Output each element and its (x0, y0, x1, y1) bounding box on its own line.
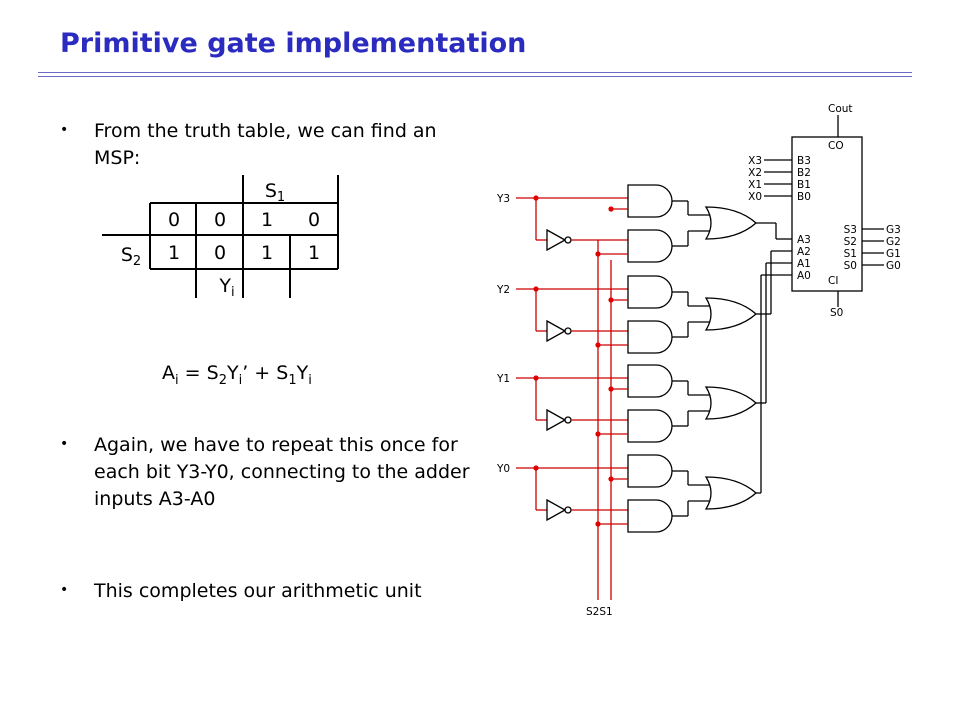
kmap-cell: 1 (260, 242, 274, 264)
bullet-text-complete: This completes our arithmetic unit (94, 580, 422, 602)
adder-pin-label: A1 (797, 258, 811, 270)
junction-dot (608, 476, 614, 482)
inverter-bubble (564, 236, 572, 244)
output-label: G0 (886, 260, 901, 272)
x-input-label: X0 (748, 191, 762, 203)
junction-dot (595, 342, 601, 348)
kmap-col-var: S1 (264, 180, 286, 205)
bullet-dot: • (60, 582, 69, 598)
and-gate (627, 184, 673, 218)
not-gate (546, 408, 567, 432)
adder-pin-label: S2 (844, 236, 857, 248)
adder-pin-label: S3 (844, 224, 857, 236)
slide-title: Primitive gate implementation (60, 28, 527, 59)
adder-pin-label: B0 (797, 191, 811, 203)
junction-dot (595, 251, 601, 257)
msp-equation: Ai = S2Yi’ + S1Yi (162, 362, 312, 388)
adder-pin-label: A3 (797, 234, 811, 246)
or-gate (704, 476, 757, 510)
kmap-cell: 0 (307, 209, 321, 231)
output-label: G2 (886, 236, 901, 248)
and-gate (627, 454, 673, 488)
kmap-cell: 1 (167, 242, 181, 264)
kmap-cell: 0 (213, 209, 227, 231)
adder-pin-label: A2 (797, 246, 811, 258)
adder-pin-label: S0 (844, 260, 857, 272)
and-gate (627, 364, 673, 398)
junction-dot (533, 286, 539, 292)
bullet-dot: • (60, 122, 69, 138)
output-label: G3 (886, 224, 901, 236)
kmap-cell: 1 (260, 209, 274, 231)
not-gate (546, 228, 567, 252)
or-gate (704, 206, 757, 240)
bullet-text-msp: From the truth table, we can find an MSP… (94, 120, 437, 169)
karnaugh-map: S1 S2 Yi 0 0 1 0 1 0 1 1 (100, 175, 360, 305)
title-divider (38, 72, 912, 77)
bullet-text-repeat: Again, we have to repeat this once for e… (94, 434, 470, 510)
x-input-label: X2 (748, 167, 762, 179)
adder-pin-label: B3 (797, 155, 811, 167)
inverter-bubble (564, 327, 572, 335)
adder-pin-label: CO (828, 140, 844, 152)
adder-pin-label: B1 (797, 179, 811, 191)
kmap-grid (102, 175, 339, 298)
kmap-cell: 0 (213, 242, 227, 264)
inverter-bubble (564, 506, 572, 514)
junction-dot (595, 521, 601, 527)
or-gate (704, 386, 757, 420)
not-gate (546, 319, 567, 343)
select-line-label: S2S1 (586, 606, 613, 618)
circuit-diagram: B3B2B1B0A3A2A1A0S3S2S1S0COCICoutS0X3X2X1… (496, 103, 901, 618)
adder-pin-label: S1 (844, 248, 857, 260)
bullet-dot: • (60, 436, 69, 452)
junction-dot (595, 431, 601, 437)
adder-pin-label: B2 (797, 167, 811, 179)
x-input-label: X3 (748, 155, 762, 167)
junction-dot (608, 206, 614, 212)
y-input-label: Y2 (496, 284, 510, 296)
y-input-label: Y1 (496, 373, 510, 385)
x-input-label: X1 (748, 179, 762, 191)
not-gate (546, 498, 567, 522)
or-gate (704, 297, 757, 331)
adder-pin-label: CI (828, 275, 838, 287)
adder-pin-label: A0 (797, 270, 811, 282)
and-gate (627, 275, 673, 309)
and-gate (627, 229, 673, 263)
carry-out-label: Cout (828, 103, 853, 115)
kmap-cell: 1 (307, 242, 321, 264)
and-gate (627, 409, 673, 443)
kmap-row-var: S2 (120, 244, 142, 269)
y-input-label: Y0 (496, 463, 510, 475)
adder-block (791, 136, 863, 292)
inverter-bubble (564, 416, 572, 424)
carry-in-label: S0 (830, 307, 843, 319)
junction-dot (608, 297, 614, 303)
junction-dot (608, 386, 614, 392)
and-gate (627, 499, 673, 533)
and-gate (627, 320, 673, 354)
output-label: G1 (886, 248, 901, 260)
y-input-label: Y3 (496, 193, 510, 205)
kmap-bottom-var: Yi (219, 275, 235, 300)
kmap-cell: 0 (167, 209, 181, 231)
